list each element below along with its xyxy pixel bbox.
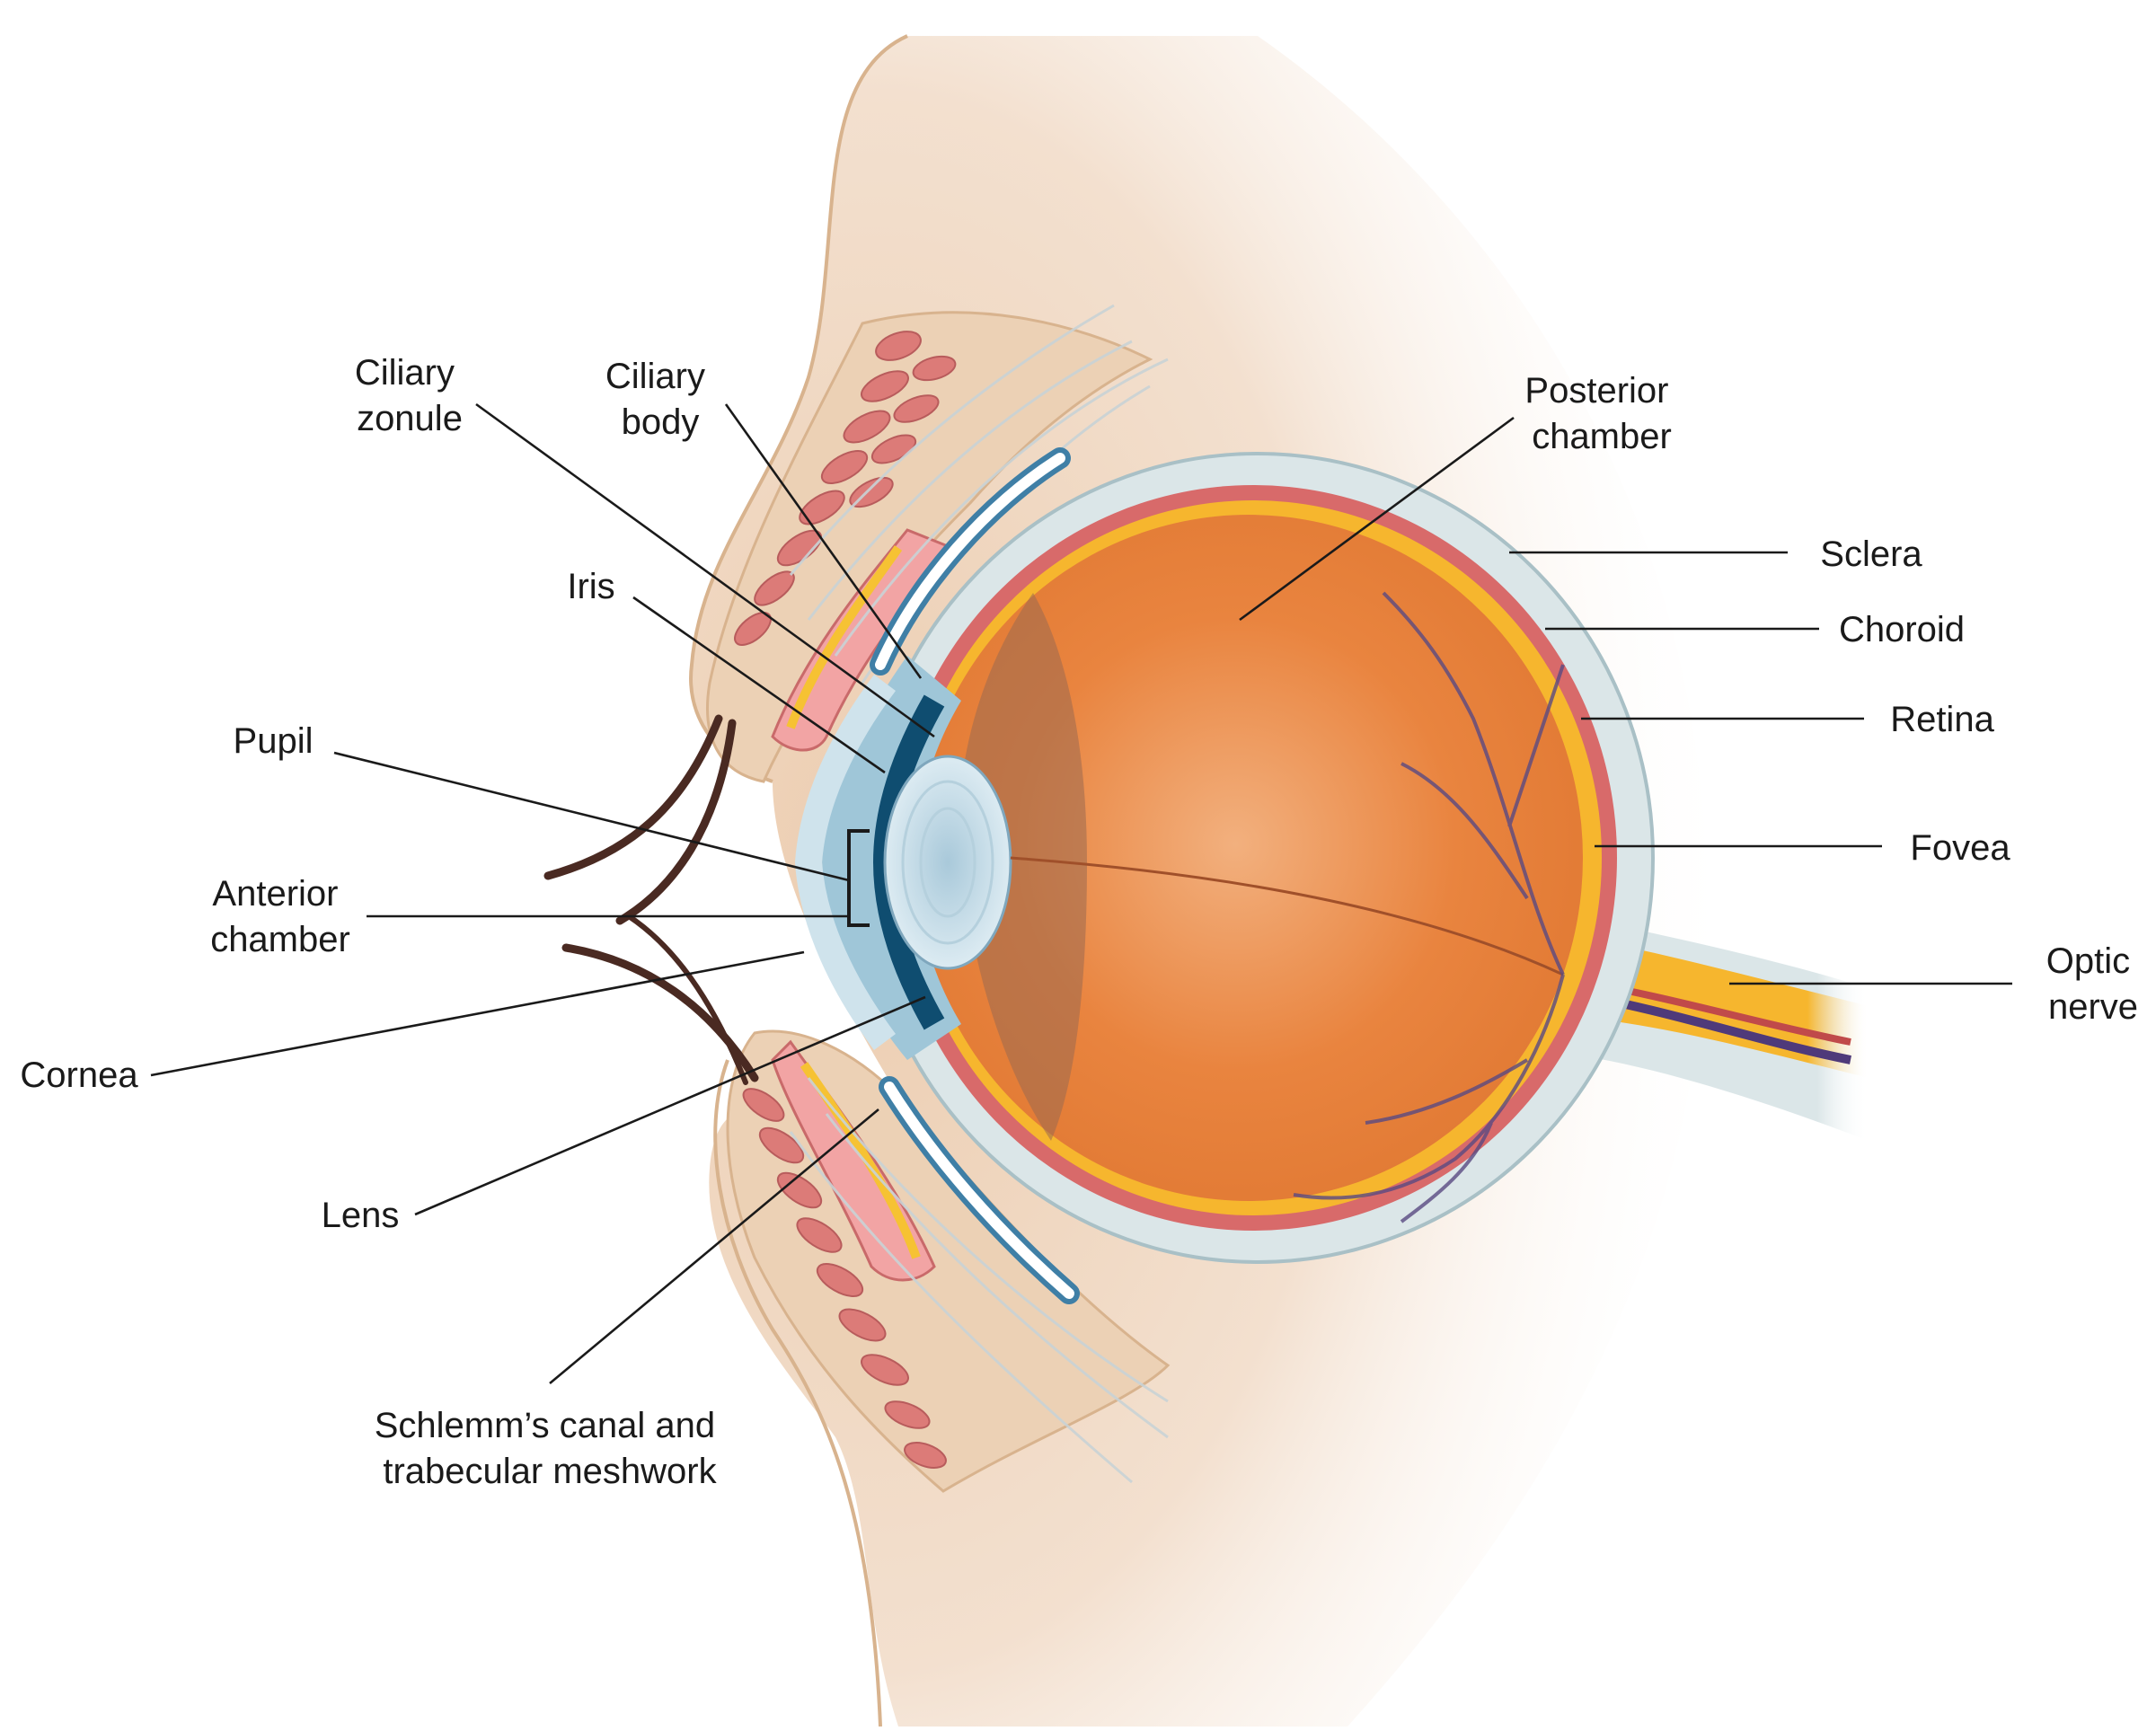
leader-lens	[414, 995, 926, 1216]
eyelashes	[543, 714, 759, 1085]
conjunctiva	[870, 447, 1080, 1304]
leader-schlemms-canal	[549, 1108, 879, 1384]
leader-pupil	[333, 751, 850, 882]
label-posterior-chamber: Posterior chamber	[1524, 371, 1678, 456]
label-lens: Lens	[322, 1196, 400, 1235]
lower-eyelid	[726, 1029, 1171, 1493]
leader-iris	[632, 596, 886, 774]
label-iris: Iris	[567, 567, 614, 606]
label-choroid: Choroid	[1839, 610, 1965, 649]
leader-lines	[150, 402, 2012, 1384]
leader-ciliary-zonule	[475, 402, 935, 738]
leader-cornea	[150, 950, 805, 1077]
upper-eyelid	[706, 304, 1169, 783]
label-optic-nerve: Optic nerve	[2046, 941, 2140, 1027]
eyeball	[794, 452, 1655, 1264]
label-ciliary-body: Ciliary body	[605, 357, 715, 442]
label-sclera: Sclera	[1820, 534, 1922, 574]
labels: Ciliary zonule Ciliary body Iris Pupil A…	[20, 353, 2140, 1491]
leader-ciliary-body	[724, 403, 923, 679]
label-cornea: Cornea	[20, 1055, 138, 1095]
label-fovea: Fovea	[1910, 828, 2010, 868]
label-retina: Retina	[1890, 700, 1994, 739]
label-anterior-chamber: Anterior chamber	[210, 874, 350, 959]
label-schlemms-canal: Schlemm’s canal and trabecular meshwork	[375, 1406, 726, 1491]
leader-posterior-chamber	[1239, 416, 1515, 622]
anterior-chamber-bracket	[847, 829, 870, 927]
label-pupil: Pupil	[234, 721, 314, 761]
label-ciliary-zonule: Ciliary zonule	[355, 353, 464, 438]
